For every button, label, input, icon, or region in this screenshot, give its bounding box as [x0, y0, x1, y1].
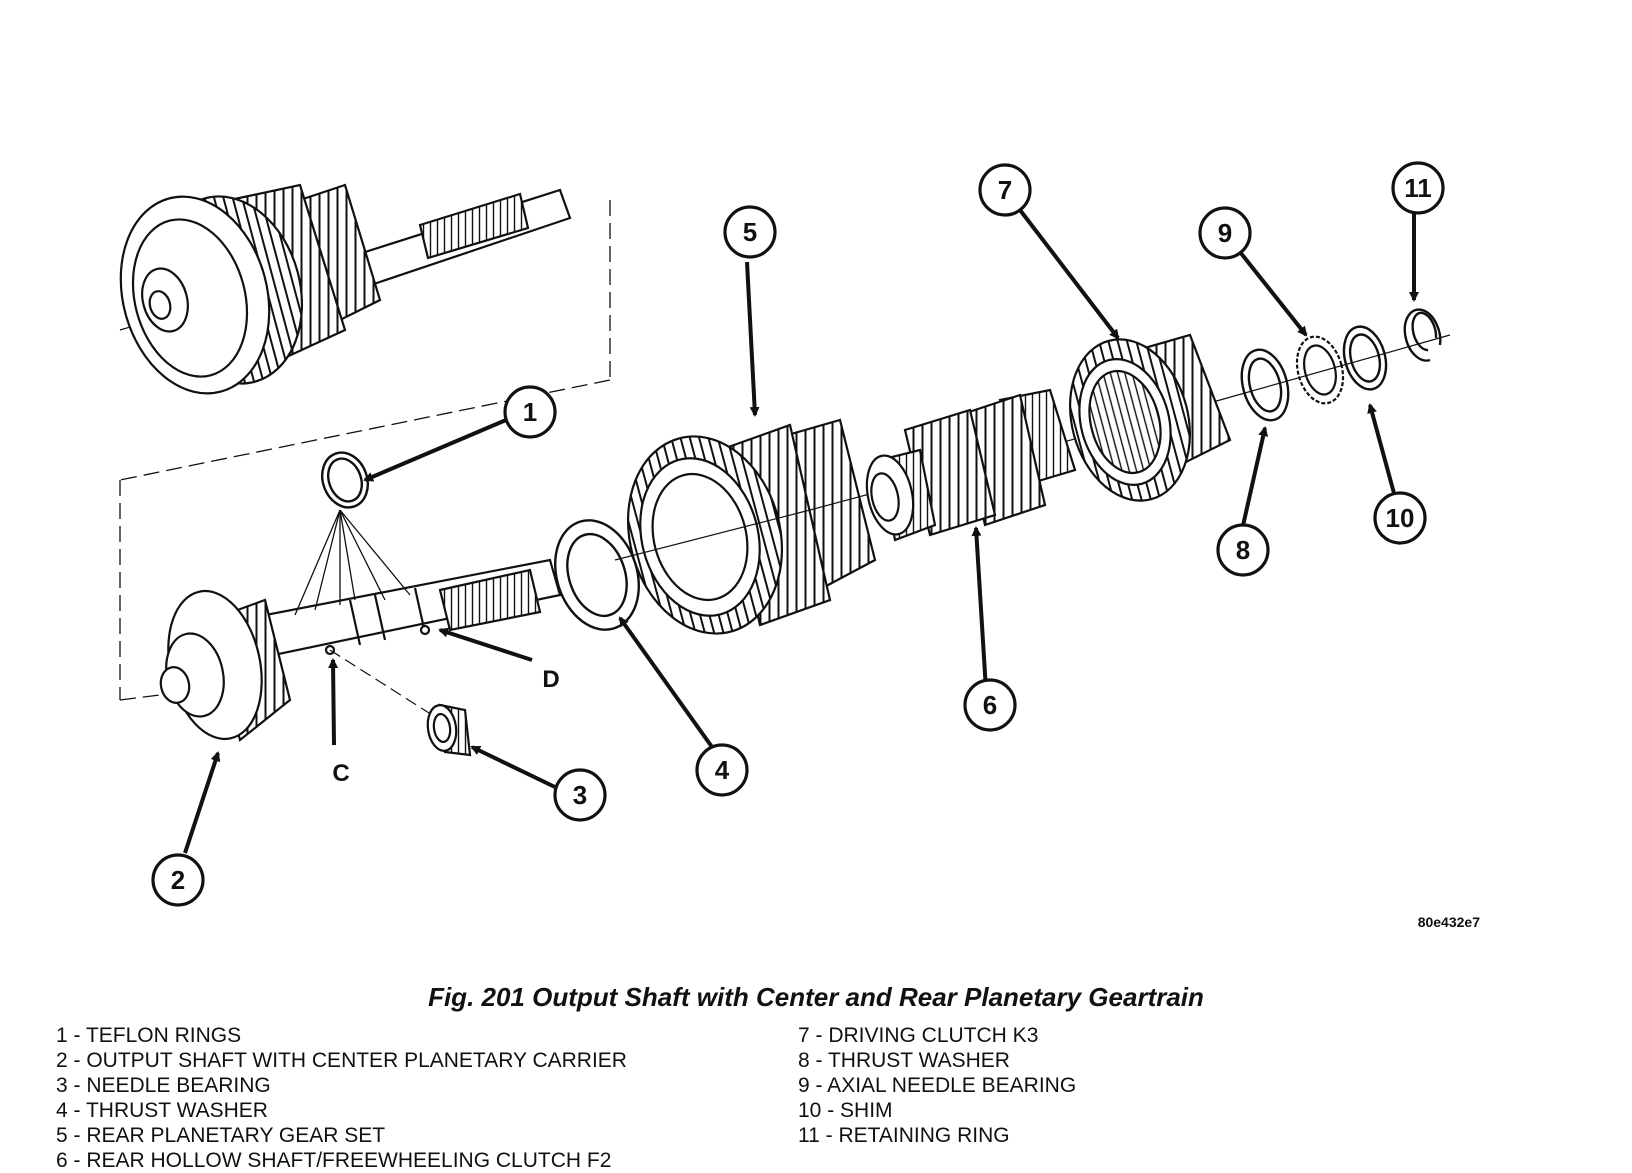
callout-label-8: 8	[1236, 535, 1250, 565]
callout-label-6: 6	[983, 690, 997, 720]
rear-planetary-gear-set-drawing	[614, 418, 877, 635]
output-shaft-carrier-drawing	[159, 558, 562, 742]
arrow-2	[183, 751, 221, 854]
callout-circle-3	[553, 768, 607, 822]
legend-item-11: 11 - RETAINING RING	[798, 1124, 1010, 1147]
arrow-c	[328, 658, 339, 746]
letter-label-c: C	[332, 760, 349, 787]
callout-label-1: 1	[523, 397, 537, 427]
callout-circle-10	[1373, 491, 1427, 545]
arrow-7	[1018, 208, 1120, 340]
letter-label-d: D	[542, 666, 559, 693]
callout-circle-11	[1391, 161, 1445, 215]
thrust-washer-8-drawing	[1240, 348, 1290, 422]
legend-item-10: 10 - SHIM	[798, 1099, 893, 1122]
callout-circle-4	[695, 743, 749, 797]
teflon-ring-leaders	[294, 509, 411, 616]
legend-item-7: 7 - DRIVING CLUTCH K3	[798, 1024, 1039, 1047]
arrow-5	[745, 261, 760, 417]
callout-arrows	[183, 206, 1419, 854]
shim-drawing	[1342, 325, 1388, 391]
letter-labels: C D	[332, 666, 559, 787]
callout-circle-5	[723, 205, 777, 259]
callout-label-3: 3	[573, 780, 587, 810]
arrow-8	[1240, 426, 1269, 531]
legend-item-9: 9 - AXIAL NEEDLE BEARING	[798, 1074, 1077, 1097]
callout-label-9: 9	[1218, 218, 1232, 248]
arrow-6	[971, 526, 988, 691]
needle-bearing-drawing	[329, 649, 472, 757]
callout-numbers: 1 2 3 4 5 6 7 8 9 10 11	[171, 173, 1432, 895]
legend-item-8: 8 - THRUST WASHER	[798, 1049, 1010, 1072]
callout-label-11: 11	[1404, 173, 1432, 203]
callout-circle-2	[151, 853, 205, 907]
callout-circle-9	[1198, 206, 1252, 260]
arrow-4	[618, 616, 714, 749]
callout-circle-6	[963, 678, 1017, 732]
arrow-d	[438, 627, 533, 662]
legend-item-5: 5 - REAR PLANETARY GEAR SET	[56, 1124, 386, 1147]
arrow-3	[470, 745, 558, 790]
figure-code: 80e432e7	[1418, 914, 1481, 930]
callout-label-4: 4	[715, 755, 730, 785]
axial-needle-bearing-drawing	[1295, 335, 1345, 405]
figure-caption: Fig. 201 Output Shaft with Center and Re…	[428, 982, 1204, 1012]
callout-label-7: 7	[998, 175, 1012, 205]
callout-circle-7	[978, 163, 1032, 217]
callout-circle-8	[1216, 523, 1270, 577]
callout-label-10: 10	[1386, 503, 1415, 533]
legend-item-2: 2 - OUTPUT SHAFT WITH CENTER PLANETARY C…	[56, 1049, 627, 1072]
legend-item-3: 3 - NEEDLE BEARING	[56, 1074, 271, 1097]
assembled-shaft-drawing	[119, 183, 572, 395]
rear-hollow-shaft-drawing	[809, 388, 1221, 542]
callout-circle-1	[503, 385, 557, 439]
callout-label-5: 5	[743, 217, 757, 247]
arrow-9	[1238, 250, 1308, 337]
legend-item-1: 1 - TEFLON RINGS	[56, 1024, 242, 1047]
legend-item-6: 6 - REAR HOLLOW SHAFT/FREEWHEELING CLUTC…	[56, 1149, 612, 1172]
retaining-ring-drawing	[1403, 308, 1442, 362]
legend-item-4: 4 - THRUST WASHER	[56, 1099, 268, 1122]
driving-clutch-k3-drawing	[1068, 333, 1232, 502]
legend-right-column: 7 - DRIVING CLUTCH K3 8 - THRUST WASHER …	[798, 1023, 1076, 1148]
callout-circles	[151, 161, 1445, 907]
arrow-1	[363, 418, 507, 482]
legend-left-column: 1 - TEFLON RINGS 2 - OUTPUT SHAFT WITH C…	[56, 1023, 627, 1173]
arrow-10	[1367, 403, 1397, 498]
callout-label-2: 2	[171, 865, 185, 895]
